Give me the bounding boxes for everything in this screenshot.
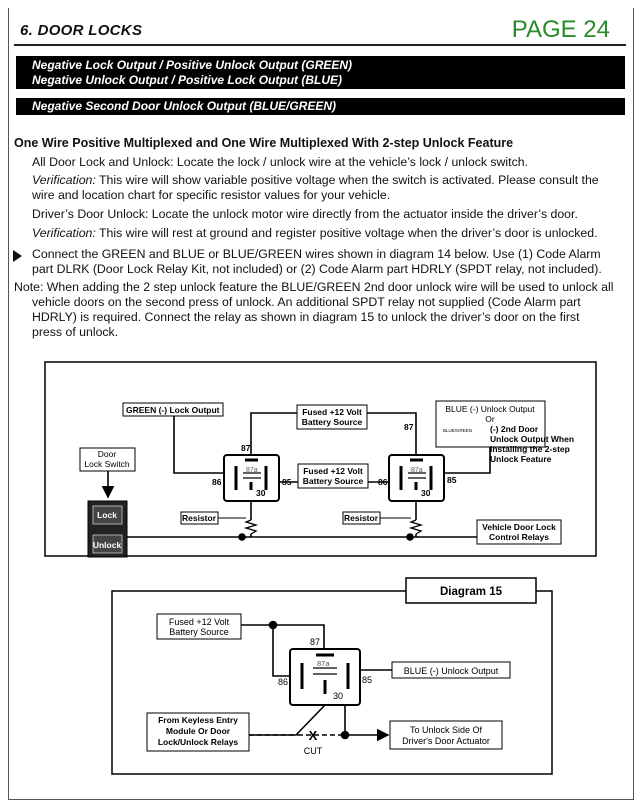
diagram-15-title: Diagram 15 xyxy=(440,586,503,598)
d15-pin85: 85 xyxy=(362,675,372,685)
d15-actuator-label-2: Driver's Door Actuator xyxy=(402,736,490,746)
d15-pin86: 86 xyxy=(278,677,288,687)
d15-actuator-label-1: To Unlock Side Of xyxy=(410,725,483,735)
relay1-pin30: 30 xyxy=(256,488,266,498)
bar-line-second-door: Negative Second Door Unlock Output (BLUE… xyxy=(32,99,337,113)
diagram-14-labels: GREEN (-) Lock Output Fused +12 Volt Bat… xyxy=(84,404,574,550)
fused-source-label-1b: Battery Source xyxy=(302,417,363,427)
blue-unlock-label-5: Installing the 2-step xyxy=(490,444,570,454)
verification-label: Verification: xyxy=(32,226,96,240)
diagram-15-frame xyxy=(111,590,553,775)
verification-text: This wire will rest at ground and regist… xyxy=(95,226,598,240)
relay1-pin87: 87 xyxy=(241,443,251,453)
header-rule xyxy=(14,44,626,46)
paragraph-verification-1: Verification: This wire will show variab… xyxy=(32,173,599,188)
resistor-label-2: Resistor xyxy=(344,513,379,523)
diagram-15-labels: Diagram 15 Fused +12 Volt Battery Source… xyxy=(158,586,503,756)
blue-unlock-label-3: (-) 2nd Door xyxy=(490,424,539,434)
diagram-15 xyxy=(111,577,553,775)
relay1-pin86: 86 xyxy=(212,477,222,487)
d15-keyless-label-2: Module Or Door xyxy=(166,726,231,736)
d15-pin30: 30 xyxy=(333,691,343,701)
diagram-14-frame xyxy=(44,361,597,557)
blue-unlock-label-6: Unlock Feature xyxy=(490,454,552,464)
blue-unlock-label-4: Unlock Output When xyxy=(490,434,574,444)
relay2-pin87: 87 xyxy=(404,422,414,432)
note-line-2: vehicle doors on the second press of unl… xyxy=(32,295,581,309)
paragraph-drivers-door: Driver’s Door Unlock: Locate the unlock … xyxy=(32,207,578,221)
d15-blue-unlock-label: BLUE (-) Unlock Output xyxy=(404,666,499,676)
d15-keyless-label-3: Lock/Unlock Relays xyxy=(158,737,239,747)
wire-color-bar: Negative Lock Output / Positive Unlock O… xyxy=(16,56,625,89)
page-number: PAGE 24 xyxy=(511,16,610,43)
relay2-pin85: 85 xyxy=(447,475,457,485)
relay1-pin87a: 87a xyxy=(246,467,258,474)
d15-pin87a: 87a xyxy=(317,659,330,668)
unlock-button-label: Unlock xyxy=(93,540,122,550)
fused-source-label-2b: Battery Source xyxy=(303,476,364,486)
resistor-label-1: Resistor xyxy=(182,513,217,523)
bar-line-unlock: Negative Unlock Output / Positive Lock O… xyxy=(32,73,343,87)
door-switch-label-2: Lock Switch xyxy=(84,459,130,469)
page-frame xyxy=(8,8,634,800)
blue-unlock-label-2: Or xyxy=(485,414,495,424)
d15-fused-label-1: Fused +12 Volt xyxy=(169,617,230,627)
relay2-pin30: 30 xyxy=(421,488,431,498)
diagram-15-title-box xyxy=(405,577,537,604)
subsection-title: One Wire Positive Multiplexed and One Wi… xyxy=(14,136,514,150)
d15-pin87: 87 xyxy=(310,637,320,647)
paragraph-verification-2: Verification: This wire will rest at gro… xyxy=(32,226,598,241)
door-switch-label-1: Door xyxy=(98,449,117,459)
vehicle-relays-label-2: Control Relays xyxy=(489,532,549,542)
paragraph-all-doors: All Door Lock and Unlock: Locate the loc… xyxy=(32,155,528,169)
cut-label: CUT xyxy=(304,746,323,756)
vehicle-relays-label-1: Vehicle Door Lock xyxy=(482,522,556,532)
lock-button-label: Lock xyxy=(97,510,117,520)
verification-label: Verification: xyxy=(32,173,96,187)
paragraph-connect-1: Connect the GREEN and BLUE or BLUE/GREEN… xyxy=(32,247,601,261)
relay2-pin87a: 87a xyxy=(411,467,423,474)
blue-unlock-label-1: BLUE (-) Unlock Output xyxy=(445,404,535,414)
d15-fused-label-2: Battery Source xyxy=(169,627,229,637)
second-door-bar: Negative Second Door Unlock Output (BLUE… xyxy=(16,98,625,115)
fused-source-label-1a: Fused +12 Volt xyxy=(302,407,362,417)
bar-line-lock: Negative Lock Output / Positive Unlock O… xyxy=(32,58,353,72)
note-line-3: HDRLY) is required. Connect the relay as… xyxy=(32,310,580,324)
verification-text: This wire will show variable positive vo… xyxy=(95,173,599,187)
fused-source-label-2a: Fused +12 Volt xyxy=(303,466,363,476)
paragraph-verification-1b: wire and location chart for specific res… xyxy=(32,188,391,202)
paragraph-connect-2: part DLRK (Door Lock Relay Kit, not incl… xyxy=(32,262,602,276)
d15-keyless-label-1: From Keyless Entry xyxy=(158,715,238,725)
green-lock-output-label: GREEN (-) Lock Output xyxy=(126,405,220,415)
note-line-4: press of unlock. xyxy=(32,325,119,339)
relay2-pin86: 86 xyxy=(378,477,388,487)
cut-mark-icon: X xyxy=(309,728,318,743)
relay1-pin85: 85 xyxy=(282,477,292,487)
diagram-14 xyxy=(44,361,597,558)
bullet-arrow-icon xyxy=(13,250,22,262)
blue-green-small-label: BLUE/GREEN xyxy=(443,428,472,433)
section-title: 6. DOOR LOCKS xyxy=(20,22,143,39)
note-line-1: Note: When adding the 2 step unlock feat… xyxy=(14,280,614,294)
